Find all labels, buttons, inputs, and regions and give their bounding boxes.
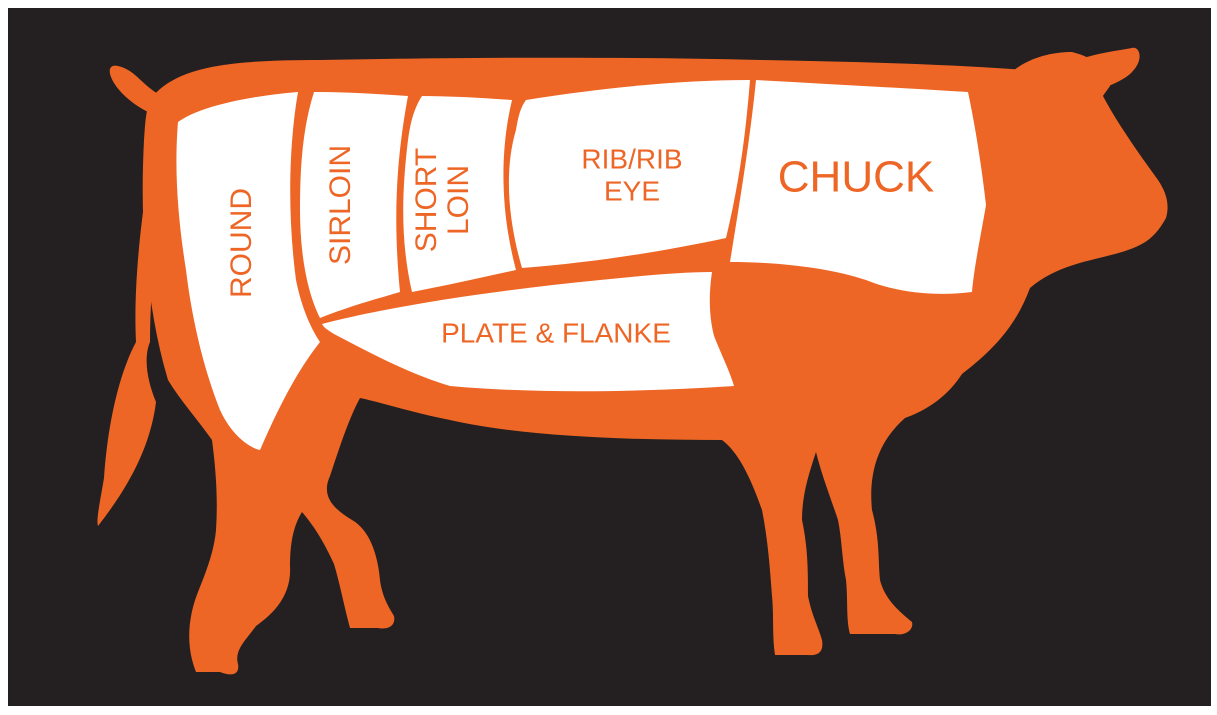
label-chuck: CHUCK: [778, 153, 934, 202]
cut-regions: [176, 80, 986, 450]
cut-labels: ROUND SIRLOIN SHORT LOIN RIB/RIB EYE CHU…: [225, 143, 934, 348]
label-short-loin-line1: SHORT: [410, 148, 443, 252]
label-sirloin: SIRLOIN: [324, 145, 357, 265]
label-rib-line1: RIB/RIB: [581, 143, 682, 174]
label-short-loin-line2: LOIN: [442, 165, 475, 235]
cut-plate-flanke: [322, 272, 734, 392]
cut-round: [176, 92, 320, 450]
cut-rib-eye: [508, 80, 750, 268]
cut-chuck: [730, 80, 986, 294]
label-plate-flanke: PLATE & FLANKE: [441, 317, 671, 348]
cow-head: [1004, 52, 1110, 100]
label-rib-line2: EYE: [604, 175, 660, 206]
cut-short-loin: [403, 96, 516, 292]
label-round: ROUND: [225, 188, 258, 298]
cut-sirloin: [300, 92, 408, 318]
